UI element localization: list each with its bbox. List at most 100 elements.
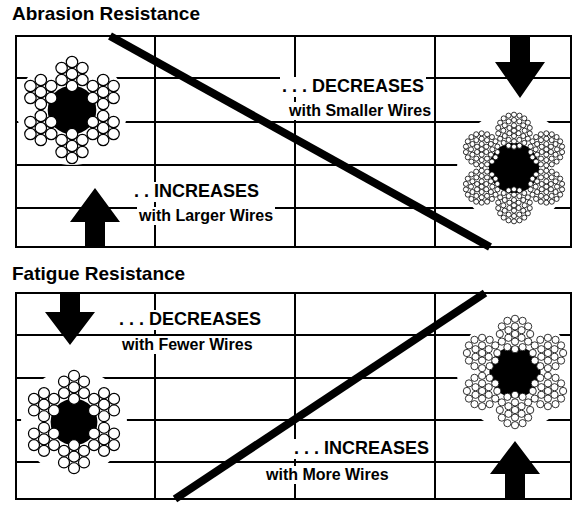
wire — [485, 384, 492, 391]
wire — [517, 194, 522, 199]
trend-word: . . . INCREASES — [292, 439, 431, 459]
trend-word: . . INCREASES — [132, 182, 261, 202]
wire — [496, 406, 503, 413]
wire — [544, 168, 549, 173]
wire — [521, 123, 526, 128]
wire — [469, 135, 474, 140]
wire — [89, 393, 100, 404]
wire — [549, 138, 554, 143]
wire — [479, 200, 484, 205]
wire — [48, 393, 59, 404]
wire — [511, 128, 516, 133]
wire — [77, 134, 88, 145]
wire — [66, 56, 77, 67]
wire — [56, 134, 67, 145]
wire — [504, 344, 511, 351]
wire — [479, 173, 484, 178]
wire — [554, 184, 559, 189]
wire — [25, 116, 36, 127]
wire — [470, 189, 475, 194]
wire — [97, 122, 108, 133]
wire — [484, 156, 489, 161]
wire — [549, 162, 554, 167]
wire — [506, 113, 511, 118]
wire — [530, 139, 535, 144]
wire — [527, 125, 532, 130]
wire — [468, 184, 473, 189]
wire — [538, 391, 545, 398]
wire — [495, 181, 500, 186]
wire — [474, 132, 479, 137]
rope-ground — [21, 369, 127, 475]
wire — [484, 175, 489, 180]
wire — [525, 120, 530, 125]
wire — [493, 155, 498, 160]
wire — [517, 119, 522, 124]
wire — [548, 181, 553, 186]
wire — [538, 353, 545, 360]
wire — [479, 141, 484, 146]
wire — [474, 193, 479, 198]
wire — [485, 346, 492, 353]
wire — [511, 330, 518, 337]
wire — [108, 128, 119, 139]
wire — [527, 200, 532, 205]
wire — [69, 463, 80, 474]
wire — [479, 195, 484, 200]
wire — [108, 116, 119, 127]
wire — [504, 420, 511, 427]
wire — [544, 365, 551, 372]
wire — [496, 330, 503, 337]
wire — [504, 317, 511, 324]
wire — [69, 451, 80, 462]
wire — [470, 141, 475, 146]
wire — [59, 376, 70, 387]
wire — [544, 395, 551, 402]
wire — [527, 406, 534, 413]
wire — [544, 357, 551, 364]
wire — [519, 420, 526, 427]
wire — [511, 422, 518, 429]
wire — [528, 144, 533, 149]
wire — [544, 131, 549, 136]
wire — [109, 428, 120, 439]
wire — [484, 187, 489, 192]
trend-word: . . . DECREASES — [117, 310, 263, 330]
wire — [486, 363, 493, 370]
wire — [560, 150, 565, 155]
wire — [479, 131, 484, 136]
wire — [521, 133, 526, 138]
wire — [538, 169, 543, 174]
wire — [539, 181, 544, 186]
wire — [46, 92, 57, 103]
wire — [511, 139, 516, 144]
wire — [528, 150, 533, 155]
wire — [48, 405, 59, 416]
wire — [505, 410, 512, 417]
wire — [498, 323, 505, 330]
wire — [511, 208, 516, 213]
wire — [97, 98, 108, 109]
wire — [502, 208, 507, 213]
down-arrow — [45, 293, 95, 345]
wire — [549, 175, 554, 180]
wire — [533, 184, 538, 189]
wire — [498, 414, 505, 421]
wire — [544, 334, 551, 341]
wire — [517, 143, 522, 148]
wire — [539, 187, 544, 192]
wire — [486, 401, 493, 408]
wire — [478, 403, 485, 410]
wire — [501, 116, 506, 121]
wire — [558, 155, 563, 160]
wire — [97, 86, 108, 97]
wire — [552, 363, 559, 370]
resistance-panel: Fatigue Resistance. . . DECREASESwith Fe… — [15, 292, 572, 500]
wire — [35, 110, 46, 121]
wire — [538, 175, 543, 180]
wire — [552, 374, 559, 381]
up-arrow — [490, 441, 540, 499]
wire — [28, 440, 39, 451]
wire — [518, 327, 525, 334]
wire — [465, 176, 470, 181]
